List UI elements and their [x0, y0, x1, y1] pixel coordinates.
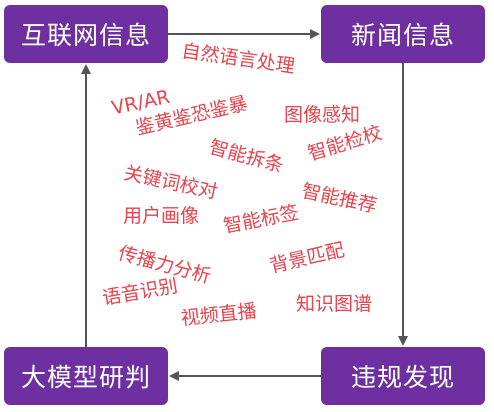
term-image-perception: 图像感知 — [284, 104, 361, 126]
news-info-box: 新闻信息 — [321, 5, 485, 63]
violation-discovery-box: 违规发现 — [321, 347, 485, 405]
llm-analysis-box: 大模型研判 — [4, 347, 168, 405]
term-knowledge-graph: 知识图谱 — [296, 293, 373, 315]
internet-info-box: 互联网信息 — [4, 5, 168, 63]
term-user-profile: 用户画像 — [123, 205, 200, 227]
